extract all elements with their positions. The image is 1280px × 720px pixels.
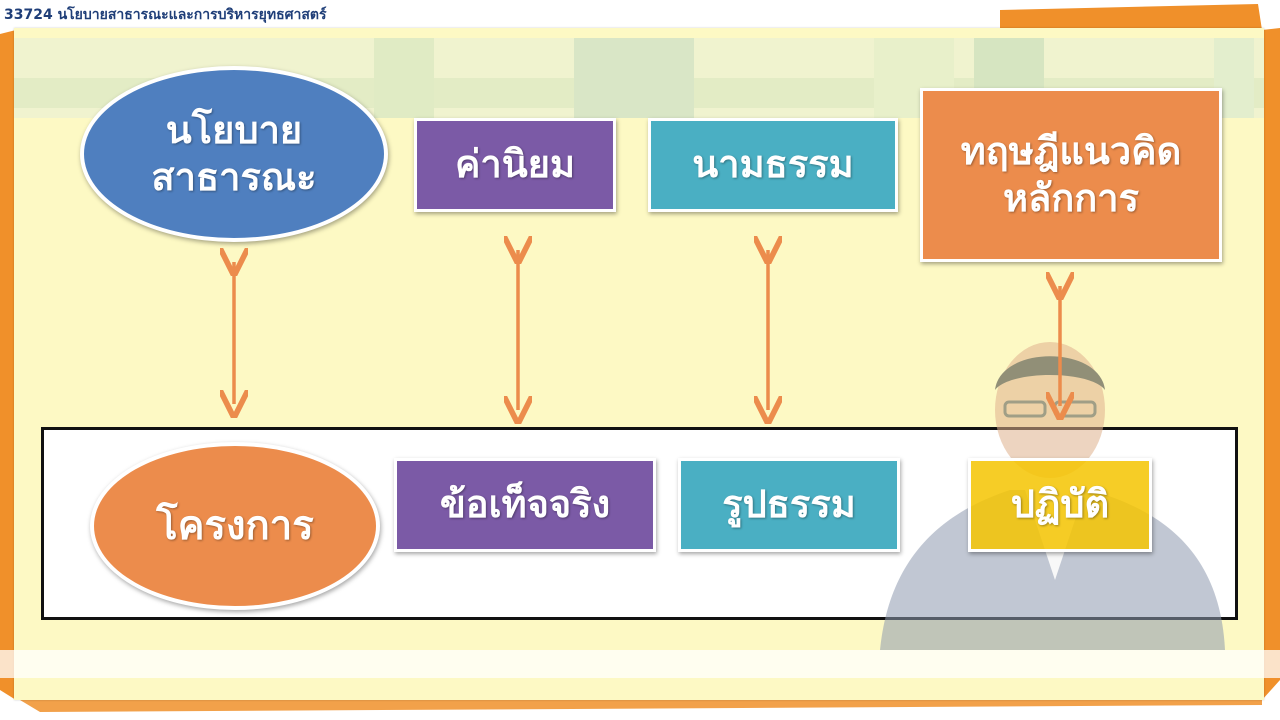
node-practice: ปฏิบัติ — [968, 458, 1152, 552]
node-public-policy: นโยบาย สาธารณะ — [80, 66, 388, 242]
node-facts: ข้อเท็จจริง — [394, 458, 656, 552]
node-values: ค่านิยม — [414, 118, 616, 212]
node-project: โครงการ — [90, 442, 380, 610]
bottom-band — [0, 650, 1280, 678]
node-abstract: นามธรรม — [648, 118, 898, 212]
node-concrete: รูปธรรม — [678, 458, 900, 552]
course-title: 33724 นโยบายสาธารณะและการบริหารยุทธศาสตร… — [4, 7, 327, 23]
node-theory-principles: ทฤษฎีแนวคิด หลักการ — [920, 88, 1222, 262]
